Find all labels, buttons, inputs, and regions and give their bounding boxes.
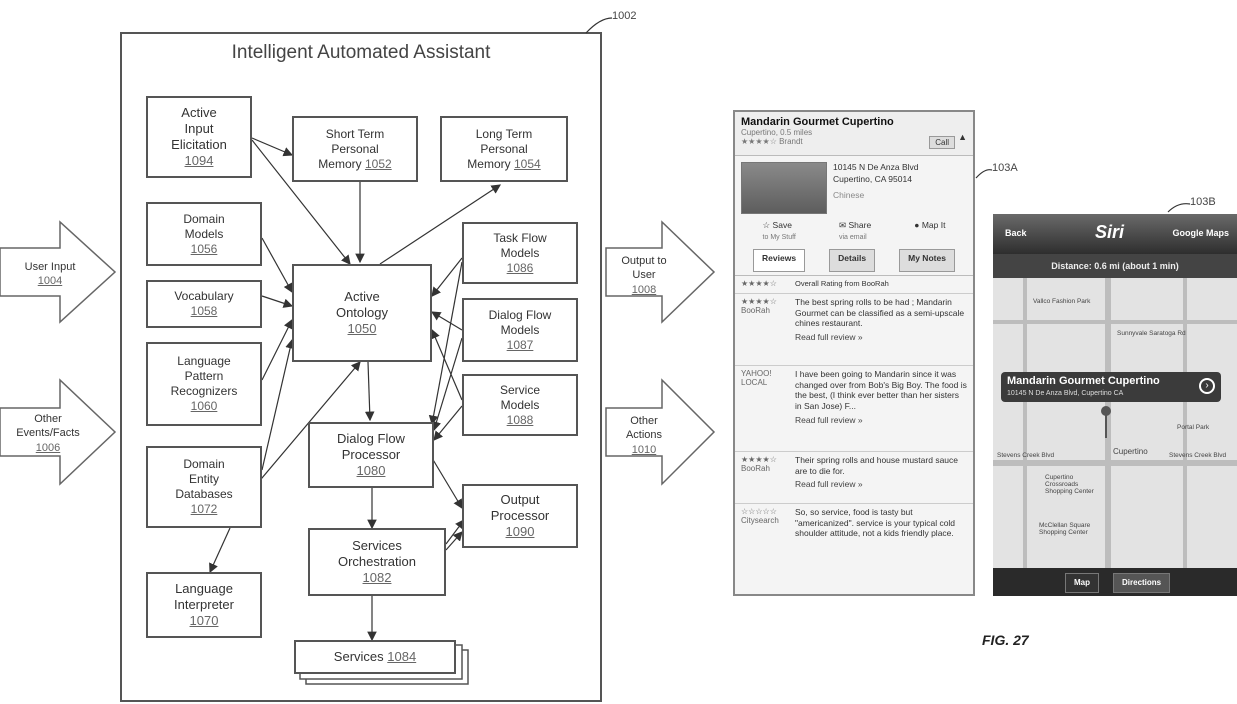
location-callout[interactable]: Mandarin Gourmet Cupertino 10145 N De An… (1001, 372, 1221, 402)
screen-103b: Back Siri Google Maps Distance: 0.6 mi (… (993, 214, 1237, 596)
diagram-title: Intelligent Automated Assistant (231, 42, 491, 63)
restaurant-info: 10145 N De Anza Blvd Cupertino, CA 95014… (735, 156, 973, 218)
siri-logo: Siri (1095, 222, 1125, 242)
read-more-link[interactable]: Read full review » (795, 331, 863, 342)
review-item: ★★★★☆ BooRah Their spring rolls and hous… (735, 452, 973, 504)
siri-nav-bar: Back Siri Google Maps (993, 214, 1237, 254)
restaurant-title: Mandarin Gourmet Cupertino (741, 116, 894, 128)
read-more-link[interactable]: Read full review » (795, 479, 863, 490)
call-button[interactable]: Call (929, 136, 955, 149)
review-item: ★★★★☆ BooRah The best spring rolls to be… (735, 294, 973, 366)
services-box: Services 1084 (294, 640, 456, 674)
ref-103b: 103B (1190, 196, 1216, 208)
map-label: Portal Park (1177, 424, 1210, 431)
screen-103a: Mandarin Gourmet Cupertino Cupertino, 0.… (733, 110, 975, 596)
map-label: McClellan Square Shopping Center (1039, 522, 1091, 537)
directions-segment-button[interactable]: Directions (1113, 573, 1171, 593)
output-to-user-arrow (605, 220, 716, 324)
map-label: Cupertino (1113, 447, 1148, 456)
review-item: ☆☆☆☆☆ Citysearch So, so service, food is… (741, 507, 956, 539)
bottom-bar: Map Directions (993, 568, 1237, 596)
tab-details[interactable]: Details (829, 249, 876, 272)
overall-rating: ★★★★☆ Overall Rating from BooRah (735, 276, 973, 294)
restaurant-photo (741, 162, 827, 214)
map-pin-icon (1101, 406, 1111, 416)
tab-reviews[interactable]: Reviews (753, 249, 806, 272)
share-icon: ✉ (839, 220, 847, 230)
google-maps-button[interactable]: Google Maps (1172, 228, 1229, 238)
ref-103a: 103A (992, 162, 1018, 174)
back-button[interactable]: Back (1005, 228, 1027, 238)
review-item: YAHOO! LOCAL I have been going to Mandar… (735, 366, 973, 452)
other-events-arrow (0, 378, 117, 486)
map-view[interactable]: Vallco Fashion Park Cupertino Stevens Cr… (993, 278, 1237, 568)
ref-1002: 1002 (612, 10, 637, 22)
map-label: Stevens Creek Blvd (1169, 452, 1227, 459)
restaurant-header: Mandarin Gourmet Cupertino Cupertino, 0.… (735, 112, 973, 156)
map-label: Cupertino Crossroads Shopping Center (1045, 474, 1094, 496)
restaurant-rating: ★★★★☆ Brandt (741, 137, 803, 146)
map-label: Sunnyvale Saratoga Rd (1117, 330, 1186, 337)
other-actions-arrow (605, 378, 716, 486)
map-segment-button[interactable]: Map (1065, 573, 1099, 593)
read-more-link[interactable]: Read full review » (795, 414, 863, 425)
map-label: Vallco Fashion Park (1033, 298, 1091, 305)
map-it-button[interactable]: ● Map It (914, 220, 946, 230)
user-input-arrow (0, 220, 117, 324)
pin-icon: ● (914, 220, 920, 230)
collapse-caret-icon[interactable]: ▲ (958, 132, 967, 142)
info-icon[interactable]: › (1199, 378, 1215, 394)
restaurant-address: 10145 N De Anza Blvd Cupertino, CA 95014… (833, 162, 919, 200)
pin-stem (1105, 414, 1107, 438)
distance-bar: Distance: 0.6 mi (about 1 min) (993, 254, 1237, 278)
figure-label: FIG. 27 (982, 632, 1029, 648)
map-label: Stevens Creek Blvd (997, 452, 1055, 459)
restaurant-subtitle: Cupertino, 0.5 miles (741, 128, 813, 137)
star-icon: ☆ (762, 220, 771, 230)
tab-my-notes[interactable]: My Notes (899, 249, 955, 272)
tab-bar: Reviews Details My Notes (735, 246, 973, 276)
